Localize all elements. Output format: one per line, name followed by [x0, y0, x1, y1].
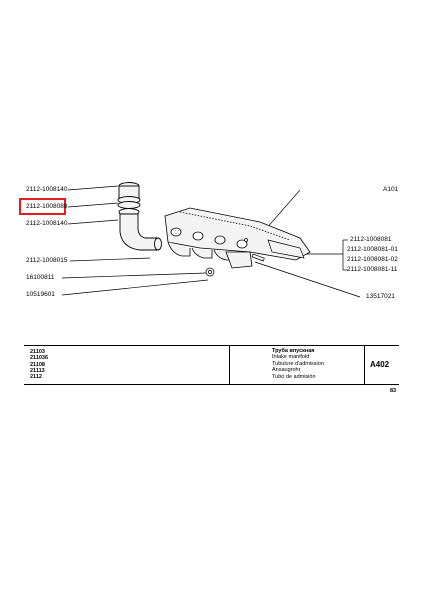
- model-item: 211036: [30, 355, 49, 362]
- leader-line-4: [69, 257, 151, 262]
- model-list: 21103 211036 21108 21113 2112: [30, 349, 48, 380]
- model-item: 2112: [30, 374, 42, 381]
- part-label-13517021: 13517021: [366, 293, 395, 300]
- part-names: Труба впускная Intake manifold Tubulure …: [272, 348, 324, 380]
- part-label-a101: A101: [383, 186, 399, 193]
- leader-line-13517021: [254, 261, 361, 298]
- port-1: [170, 227, 182, 237]
- part-label-r2: 2112-1008081: [350, 236, 392, 243]
- highlight-box: [19, 198, 66, 215]
- gasket: [267, 239, 305, 259]
- manifold-shading: [179, 211, 291, 241]
- part-label-r3: 2112-1008081-01: [347, 246, 398, 253]
- model-item: 21103: [30, 349, 45, 355]
- port-4: [236, 239, 248, 249]
- part-label-r5: 2112-1008081-11: [347, 266, 398, 273]
- part-label-r4: 2112-1008081-02: [347, 256, 398, 263]
- leader-line-2: [67, 202, 119, 208]
- lower-flange: [225, 251, 253, 269]
- leader-line-1: [67, 185, 119, 191]
- part-label-4: 2112-1008015: [26, 257, 68, 264]
- part-name-de: Ansaugrohr: [272, 367, 301, 374]
- part-name-fr: Tubulure d'admission: [272, 360, 324, 367]
- nut-hole: [208, 270, 212, 274]
- part-label-3: 2112-1008140: [26, 220, 68, 227]
- parts-table: 21103 211036 21108 21113 2112 Труба впус…: [24, 345, 399, 385]
- part-name-ru: Труба впускная: [272, 348, 315, 354]
- stud: [251, 253, 265, 262]
- leader-line-5: [61, 272, 207, 279]
- leader-line-a101: [264, 189, 301, 231]
- pipe-outlet: [154, 237, 162, 251]
- port-2: [192, 231, 204, 241]
- section-code: A402: [370, 360, 390, 369]
- table-divider: [229, 346, 230, 384]
- manifold-body: [164, 207, 311, 269]
- page-number: 83: [390, 388, 397, 394]
- table-divider: [364, 346, 365, 384]
- model-item: 21113: [30, 367, 45, 374]
- pipe-assembly: [117, 182, 162, 251]
- leader-line-3: [67, 219, 119, 225]
- gasket-and-bolts: [205, 239, 305, 277]
- part-name-en: Intake manifold: [272, 354, 310, 361]
- pipe-elbow: [119, 213, 159, 251]
- part-label-5: 16100811: [26, 274, 55, 281]
- clamp-ring-middle: [117, 201, 141, 209]
- port-3: [214, 235, 226, 245]
- runner-2: [191, 247, 213, 259]
- leader-lines: [61, 185, 361, 298]
- leader-line-6: [61, 279, 209, 296]
- part-label-6: 10519601: [26, 291, 55, 298]
- model-item: 21108: [30, 361, 45, 368]
- part-label-2: 2112-1008088: [26, 203, 68, 210]
- runner-1: [167, 241, 191, 257]
- part-name-es: Tubo de admisión: [272, 373, 316, 380]
- stud-hole: [244, 238, 248, 242]
- part-label-1: 2112-1008140: [26, 186, 68, 193]
